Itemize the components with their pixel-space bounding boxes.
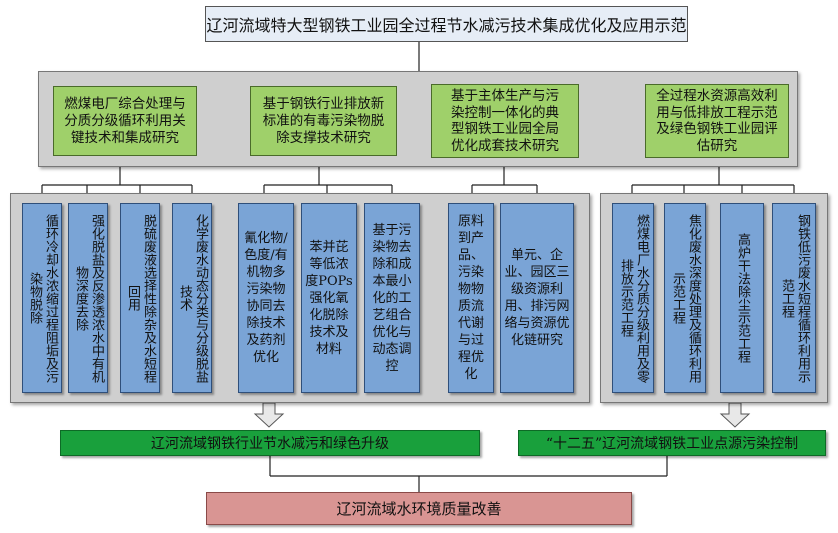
outcome-left: 辽河流域钢铁行业节水减污和绿色升级	[60, 430, 480, 456]
subtopic-7-text: 基于污染物去除和成本最小化的工艺组合优化与动态调控	[372, 222, 412, 374]
topic-3: 基于主体生产与污 染控制一体化的典 型钢铁工业园全局 优化成套技术研究	[431, 84, 579, 158]
topic-4-text: 全过程水资源高效利 用与低排放工程示范 及绿色钢铁工业园评 估研究	[656, 88, 778, 154]
topic-3-text: 基于主体生产与污 染控制一体化的典 型钢铁工业园全局 优化成套技术研究	[451, 88, 559, 154]
topic-2-text: 基于钢铁行业排放新 标准的有毒污染物脱 除支撑技术研究	[262, 95, 385, 146]
outcome-right: “十二五”辽河流域钢铁工业点源污染控制	[518, 430, 826, 456]
subtopic-6: 苯并芘等低浓度POPs强化氧化脱除技术及材料	[301, 203, 357, 393]
subtopic-11: 焦化废水深度处理及循环利用示范工程	[664, 203, 706, 393]
subtopic-9: 单元、企业、园区三级资源利用、排污网络与资源优化链研究	[500, 203, 574, 393]
subtopic-13: 钢铁低污废水短程循环利用示范工程	[772, 203, 816, 393]
subtopic-12-text: 高炉干法除尘示范工程	[735, 233, 750, 363]
project-title: 辽河流域特大型钢铁工业园全过程节水减污技术集成优化及应用示范	[205, 6, 688, 42]
topic-4: 全过程水资源高效利 用与低排放工程示范 及绿色钢铁工业园评 估研究	[645, 84, 789, 158]
subtopic-10-text: 燃煤电厂水分质分级利用及零排放示范工程	[618, 213, 649, 383]
subtopic-10: 燃煤电厂水分质分级利用及零排放示范工程	[612, 203, 654, 393]
subtopic-2-text: 强化脱盐及反渗透浓水中有机物深度去除	[73, 213, 104, 383]
subtopic-4-text: 化学废水动态分类与分级脱盐技术	[177, 213, 208, 383]
subtopic-3: 脱硫废液选择性除杂及水短程回用	[120, 203, 160, 393]
project-title-text: 辽河流域特大型钢铁工业园全过程节水减污技术集成优化及应用示范	[206, 16, 687, 35]
subtopic-12: 高炉干法除尘示范工程	[720, 203, 764, 393]
subtopic-9-text: 单元、企业、园区三级资源利用、排污网络与资源优化链研究	[504, 248, 570, 348]
subtopic-5: 氰化物/色度/有机物多污染物协同去除技术及药剂优化	[238, 203, 294, 393]
subtopic-3-text: 脱硫废液选择性除杂及水短程回用	[125, 213, 156, 383]
subtopic-5-text: 氰化物/色度/有机物多污染物协同去除技术及药剂优化	[244, 231, 288, 365]
final-goal: 辽河流域水环境质量改善	[206, 492, 632, 525]
subtopic-7: 基于污染物去除和成本最小化的工艺组合优化与动态调控	[364, 203, 420, 393]
subtopic-8-text: 原料到产品、污染物物质流代谢与过程优化	[457, 214, 484, 382]
subtopic-2: 强化脱盐及反渗透浓水中有机物深度去除	[68, 203, 108, 393]
subtopic-13-text: 钢铁低污废水短程循环利用示范工程	[779, 213, 810, 383]
subtopic-1: 循环冷却水浓缩过程阻垢及污染物脱除	[22, 203, 62, 393]
topic-1: 燃煤电厂综合处理与 分质分级循环利用关 键技术和集成研究	[53, 86, 197, 156]
final-goal-text: 辽河流域水环境质量改善	[336, 500, 502, 518]
topic-2: 基于钢铁行业排放新 标准的有毒污染物脱 除支撑技术研究	[250, 86, 397, 156]
subtopic-8: 原料到产品、污染物物质流代谢与过程优化	[448, 203, 494, 393]
subtopic-11-text: 焦化废水深度处理及循环利用示范工程	[670, 213, 701, 383]
outcome-right-text: “十二五”辽河流域钢铁工业点源污染控制	[545, 436, 799, 452]
subtopic-6-text: 苯并芘等低浓度POPs强化氧化脱除技术及材料	[305, 239, 353, 357]
topic-1-text: 燃煤电厂综合处理与 分质分级循环利用关 键技术和集成研究	[64, 95, 186, 146]
subtopic-4: 化学废水动态分类与分级脱盐技术	[172, 203, 212, 393]
subtopic-1-text: 循环冷却水浓缩过程阻垢及污染物脱除	[27, 213, 58, 383]
outcome-left-text: 辽河流域钢铁行业节水减污和绿色升级	[151, 436, 389, 452]
